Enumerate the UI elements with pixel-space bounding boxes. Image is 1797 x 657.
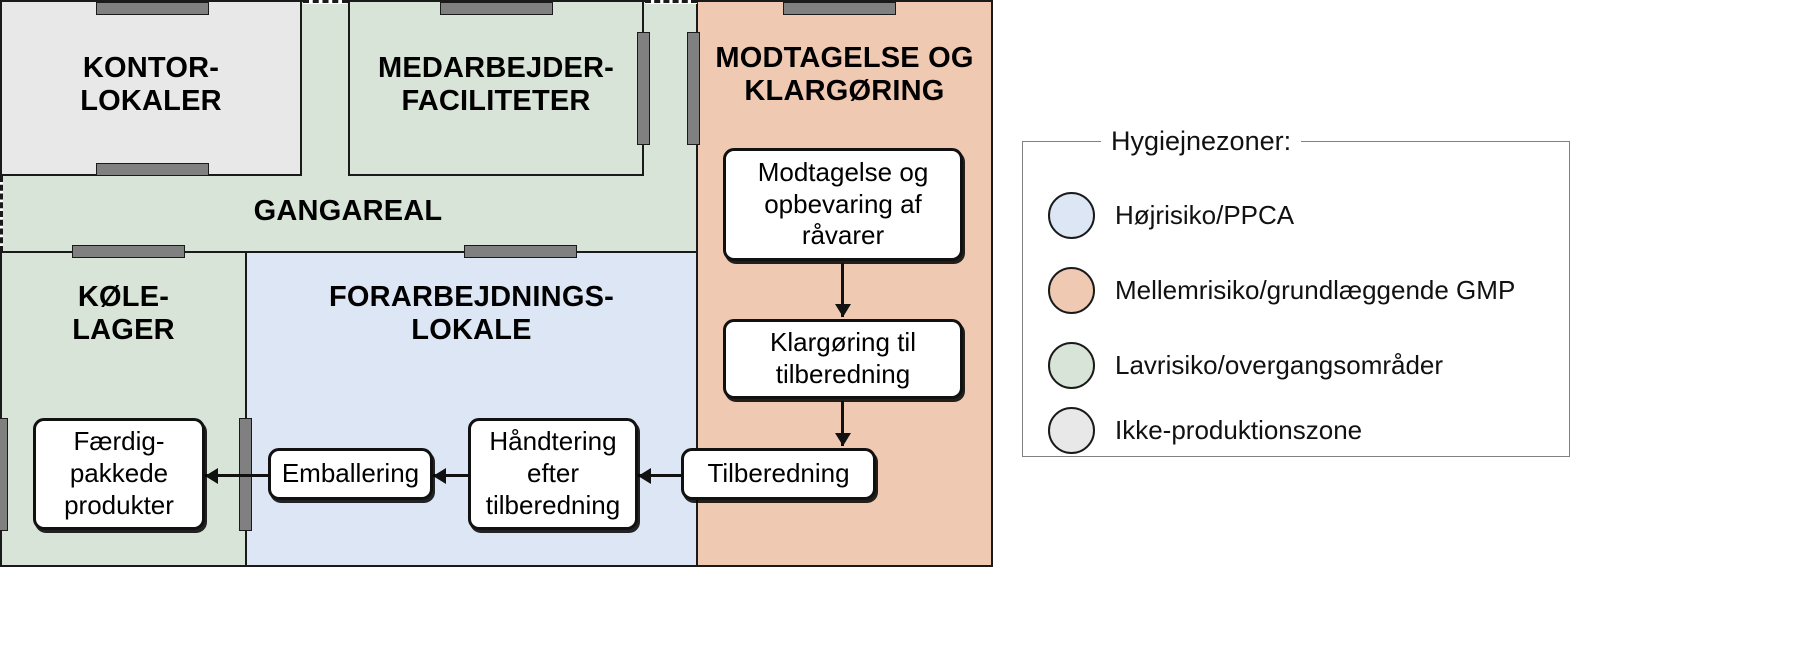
door-kolelager-left	[0, 418, 8, 531]
legend-item-non-production: Ikke-produktionszone	[1048, 407, 1362, 454]
door-gangareal-to-modtagelse	[687, 32, 700, 145]
door-kontorlokaler-top	[96, 2, 209, 15]
process-box-emballering[interactable]: Emballering	[268, 448, 433, 500]
room-label-medarbejderfaciliteter: MEDARBEJDER- FACILITETER	[377, 52, 615, 117]
process-box-klargoring[interactable]: Klargøring til tilberedning	[723, 319, 963, 399]
room-label-forarbejdningslokale: FORARBEJDNINGS- LOKALE	[329, 281, 614, 346]
legend-swatch-high-risk	[1048, 192, 1095, 239]
legend-title: Hygiejnezoner:	[1101, 126, 1302, 157]
floor-plan: KONTOR- LOKALER MEDARBEJDER- FACILITETER…	[0, 0, 993, 567]
door-kolelager-top	[72, 245, 185, 258]
zone-fill-non-production	[2, 2, 300, 174]
legend-item-high-risk: Højrisiko/PPCA	[1048, 192, 1294, 239]
legend-panel: Hygiejnezoner: Højrisiko/PPCA Mellemrisi…	[1022, 126, 1570, 457]
legend-item-low-risk: Lavrisiko/overgangsområder	[1048, 342, 1443, 389]
legend-label-medium-risk: Mellemrisiko/grundlæggende GMP	[1115, 275, 1516, 305]
legend-label-non-production: Ikke-produktionszone	[1115, 415, 1363, 445]
door-medarbejderfaciliteter-right	[637, 32, 650, 145]
room-label-gangareal: GANGAREAL	[253, 195, 443, 227]
legend-swatch-low-risk	[1048, 342, 1095, 389]
legend-swatch-medium-risk	[1048, 267, 1095, 314]
open-boundary-top-left	[303, 0, 348, 3]
room-label-modtagelse-og-klargoring: MODTAGELSE OG KLARGØRING	[715, 42, 974, 107]
process-box-modtagelse-opbevaring[interactable]: Modtagelse og opbevaring af råvarer	[723, 148, 963, 261]
process-box-handtering-efter-tilberedning[interactable]: Håndtering efter tilberedning	[468, 418, 638, 530]
legend-item-medium-risk: Mellemrisiko/grundlæggende GMP	[1048, 267, 1515, 314]
legend-swatch-non-production	[1048, 407, 1095, 454]
door-kontorlokaler-bottom	[96, 163, 209, 176]
open-boundary-top-right	[645, 0, 697, 3]
door-forarbejdningslokale-top	[464, 245, 577, 258]
open-boundary-left-edge	[0, 176, 3, 252]
legend-label-low-risk: Lavrisiko/overgangsområder	[1115, 350, 1444, 380]
door-modtagelse-top	[783, 2, 896, 15]
room-label-kolelager: KØLE- LAGER	[72, 281, 175, 346]
room-label-kontorlokaler: KONTOR- LOKALER	[80, 52, 222, 117]
legend-label-high-risk: Højrisiko/PPCA	[1115, 200, 1295, 230]
process-box-tilberedning[interactable]: Tilberedning	[681, 448, 876, 500]
door-medarbejderfaciliteter-top	[440, 2, 553, 15]
process-box-faerdigpakkede-produkter[interactable]: Færdig- pakkede produkter	[33, 418, 205, 530]
